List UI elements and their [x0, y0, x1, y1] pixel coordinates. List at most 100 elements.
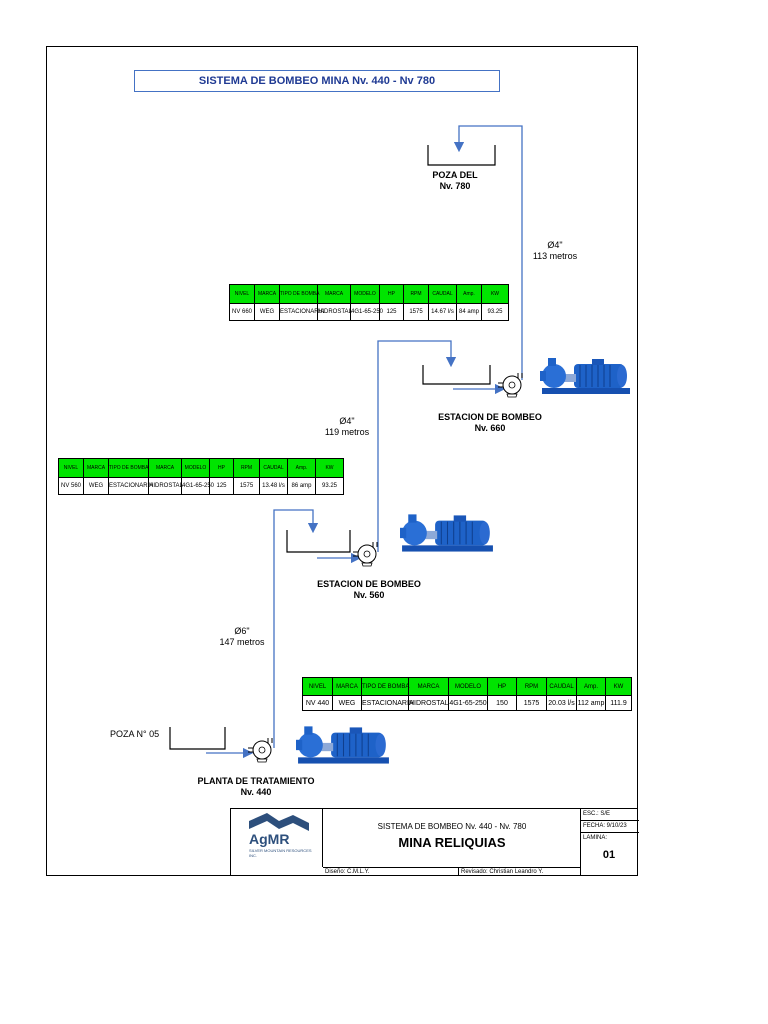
diagram-title: SISTEMA DE BOMBEO MINA Nv. 440 - Nv 780	[134, 70, 500, 92]
table-header-row: NIVEL MARCA TIPO DE BOMBA MARCA MODELO H…	[302, 677, 632, 696]
table-cell: NV 440	[302, 695, 333, 711]
header-cell: Amp.	[287, 458, 316, 478]
header-cell: HP	[379, 284, 404, 304]
pipe-2-label: Ø4" 119 metros	[324, 416, 370, 437]
header-cell: HP	[487, 677, 517, 696]
station-560-label: ESTACION DE BOMBEO Nv. 560	[317, 579, 421, 600]
header-cell: MODELO	[350, 284, 380, 304]
table-cell: WEG	[332, 695, 362, 711]
tank-nv660	[422, 365, 491, 385]
header-cell: RPM	[403, 284, 429, 304]
header-cell: TIPO DE BOMBA	[108, 458, 149, 478]
table-cell: 1575	[516, 695, 547, 711]
table-cell: 13.48 l/s	[259, 477, 288, 495]
header-cell: MARCA	[317, 284, 351, 304]
review-field: Revisado: Christian Leandro Y.	[459, 867, 581, 876]
table-cell: 4G1-65-250	[350, 303, 383, 321]
title-block-main: SISTEMA DE BOMBEO Nv. 440 - Nv. 780 MINA…	[323, 809, 581, 867]
design-field: Diseño: C.M.L.Y.	[323, 867, 459, 876]
header-cell: KW	[481, 284, 509, 304]
table-cell: 125	[209, 477, 234, 495]
header-cell: MARCA	[332, 677, 362, 696]
pipe-3-label: Ø6" 147 metros	[219, 626, 265, 647]
header-cell: NIVEL	[229, 284, 255, 304]
spec-table-nv440: NIVEL MARCA TIPO DE BOMBA MARCA MODELO H…	[302, 677, 632, 711]
table-cell: WEG	[83, 477, 109, 495]
table-row: NV 440 WEG ESTACIONARIA HIDROSTAL 4G1-65…	[302, 695, 632, 711]
header-cell: TIPO DE BOMBA	[279, 284, 319, 304]
project-name: MINA RELIQUIAS	[398, 835, 506, 850]
scale-field: ESC.: S/E	[581, 809, 639, 821]
spec-table-nv660: NIVEL MARCA TIPO DE BOMBA MARCA MODELO H…	[229, 284, 509, 321]
header-cell: NIVEL	[302, 677, 333, 696]
table-cell: 86 amp	[287, 477, 316, 495]
date-field: FECHA: 9/10/23	[581, 821, 639, 833]
tank-poza-05	[169, 727, 226, 750]
header-cell: RPM	[516, 677, 547, 696]
poza-780-label: POZA DEL Nv. 780	[432, 170, 478, 191]
table-cell: HIDROSTAL	[317, 303, 352, 321]
table-cell: NV 560	[58, 477, 84, 495]
table-row: NV 660 WEG ESTACIONARIA HIDROSTAL 4G1-65…	[229, 303, 509, 321]
table-cell: HIDROSTAL	[408, 695, 449, 711]
title-block-subtitle: SISTEMA DE BOMBEO Nv. 440 - Nv. 780	[377, 822, 527, 831]
table-cell: 4G1-65-250	[181, 477, 214, 495]
header-cell: CAUDAL	[428, 284, 457, 304]
mountain-logo-icon	[249, 813, 309, 831]
sheet-number: 01	[602, 849, 616, 861]
table-row: NV 560 WEG ESTACIONARIA HIDROSTAL 4G1-65…	[58, 477, 344, 495]
table-cell: HIDROSTAL	[148, 477, 183, 495]
sheet-label: LAMINA:	[583, 835, 608, 841]
table-header-row: NIVEL MARCA TIPO DE BOMBA MARCA MODELO H…	[229, 284, 509, 304]
pump-image-660	[540, 358, 630, 394]
pipe-1-label: Ø4" 113 metros	[532, 240, 578, 261]
spec-table-nv560: NIVEL MARCA TIPO DE BOMBA MARCA MODELO H…	[58, 458, 344, 495]
table-cell: 1575	[403, 303, 429, 321]
pump-image-440	[296, 726, 389, 764]
header-cell: NIVEL	[58, 458, 84, 478]
table-cell: 93.25	[315, 477, 344, 495]
table-cell: 112 amp	[576, 695, 606, 711]
pipe-440-560	[273, 509, 319, 748]
logo-text: AgMR	[249, 831, 290, 847]
header-cell: CAUDAL	[546, 677, 577, 696]
header-cell: MARCA	[148, 458, 182, 478]
table-cell: 14.67 l/s	[428, 303, 457, 321]
table-cell: 84 amp	[456, 303, 482, 321]
table-cell: 1575	[233, 477, 260, 495]
header-cell: MODELO	[181, 458, 210, 478]
header-cell: CAUDAL	[259, 458, 288, 478]
pump-symbol-660	[498, 373, 523, 398]
table-cell: 4G1-65-250	[448, 695, 488, 711]
table-cell: 111.9	[605, 695, 632, 711]
header-cell: MARCA	[408, 677, 449, 696]
table-cell: ESTACIONARIA	[361, 695, 414, 711]
header-cell: MARCA	[83, 458, 109, 478]
table-cell: NV 660	[229, 303, 255, 321]
pump-symbol-440	[248, 738, 273, 763]
title-block: AgMR SILVER MOUNTAIN RESOURCES INC. SIST…	[230, 808, 639, 876]
header-cell: KW	[605, 677, 632, 696]
pump-image-560	[400, 514, 493, 552]
table-cell: 20.03 l/s	[546, 695, 577, 711]
header-cell: RPM	[233, 458, 260, 478]
pump-symbol-560	[353, 542, 378, 567]
table-cell: 93.25	[481, 303, 509, 321]
table-cell: 150	[487, 695, 517, 711]
table-cell: 125	[379, 303, 404, 321]
sheet-field: LAMINA: 01	[581, 833, 639, 867]
header-cell: Amp.	[456, 284, 482, 304]
poza-05-label: POZA N° 05	[110, 729, 160, 739]
header-cell: TIPO DE BOMBA	[361, 677, 409, 696]
header-cell: MODELO	[448, 677, 488, 696]
header-cell: KW	[315, 458, 344, 478]
header-cell: MARCA	[254, 284, 280, 304]
header-cell: Amp.	[576, 677, 606, 696]
table-header-row: NIVEL MARCA TIPO DE BOMBA MARCA MODELO H…	[58, 458, 344, 478]
tank-nv560	[286, 530, 351, 553]
table-cell: WEG	[254, 303, 280, 321]
pipe-560-660	[377, 340, 457, 552]
company-logo: AgMR SILVER MOUNTAIN RESOURCES INC.	[231, 809, 323, 867]
table-cell: ESTACIONARIA	[108, 477, 153, 495]
